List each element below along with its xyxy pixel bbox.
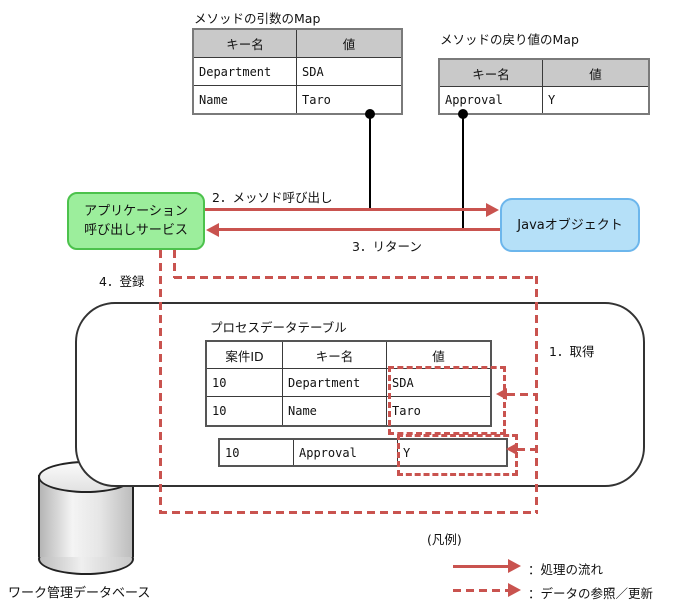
process-table-cell: 10 — [207, 369, 283, 397]
args-map-cell: Department — [194, 58, 297, 86]
process-table-cell: Y — [403, 445, 411, 460]
args-map-header-key: キー名 — [194, 30, 297, 58]
return-map-cell: Y — [548, 93, 556, 107]
args-map-cell: Name — [194, 86, 297, 113]
fetch-branch2-arrowhead-icon — [506, 443, 517, 455]
method-call-arrowhead-icon — [486, 203, 499, 217]
legend-solid-line — [453, 565, 510, 568]
legend-title: (凡例) — [427, 532, 462, 547]
return-map-cell: Approval — [440, 87, 543, 113]
process-table-cell: SDA — [387, 369, 490, 397]
args-map-title: メソッドの引数のMap — [194, 11, 321, 26]
fetch-branch1-line — [507, 393, 536, 396]
return-map-connector-dot — [458, 109, 468, 119]
register-dashed-line — [159, 250, 162, 513]
step3-label: 3．リターン — [352, 239, 422, 254]
fetch-dashed-stub — [173, 250, 176, 278]
args-map-cell: SDA — [297, 58, 401, 86]
step2-label: 2．メッソド呼び出し — [212, 190, 333, 205]
process-data-table: 案件ID キー名 値 10 Department SDA 10 Name Tar… — [205, 340, 492, 427]
args-map-connector-line — [369, 114, 371, 211]
fetch-dashed-vertical-line — [535, 276, 538, 513]
process-table-header-value: 値 — [387, 342, 490, 369]
return-map-header-key: キー名 — [440, 60, 543, 87]
legend-dashed-label: ：データの参照／更新 — [528, 586, 654, 601]
legend-dashed-line — [453, 589, 510, 592]
process-table-cell: Department — [283, 369, 387, 397]
fetch-branch1-arrowhead-icon — [496, 388, 507, 400]
approval-value-highlight — [397, 434, 518, 476]
args-map-table: キー名 値 Department SDA Name Taro — [192, 28, 403, 115]
fetch-dashed-top-line — [174, 276, 537, 279]
step1-label: 1．取得 — [549, 344, 595, 359]
return-arrowhead-icon — [206, 223, 219, 237]
args-map-cell: Taro — [302, 92, 331, 107]
fetch-branch2-line — [517, 448, 536, 451]
app-call-service-box: アプリケーション 呼び出しサービス — [67, 192, 205, 250]
database-label: ワーク管理データベース — [8, 586, 151, 601]
process-table-cell: 10 — [220, 440, 294, 465]
return-map-table: キー名 値 Approval Y — [438, 58, 650, 115]
return-map-title: メソッドの戻り値のMap — [440, 32, 579, 47]
args-map-connector-dot — [365, 109, 375, 119]
process-table-title: プロセスデータテーブル — [210, 320, 347, 335]
app-call-service-label-line2: 呼び出しサービス — [84, 223, 188, 238]
java-object-label: Javaオブジェクト — [517, 217, 623, 233]
process-table-header-key: キー名 — [283, 342, 387, 369]
method-call-arrow-line — [205, 208, 487, 211]
return-map-connector-line — [462, 114, 464, 231]
args-map-header-value: 値 — [297, 30, 401, 58]
process-table-cell: Name — [283, 397, 387, 425]
process-data-extra-row: 10 Approval Y — [218, 438, 508, 467]
legend-solid-label: ：処理の流れ — [528, 562, 604, 577]
return-map-header-value: 値 — [543, 60, 648, 87]
process-table-cell: 10 — [207, 397, 283, 425]
java-object-box: Javaオブジェクト — [500, 198, 640, 252]
register-dashed-bottom-line — [159, 511, 538, 514]
return-arrow-line — [219, 228, 500, 231]
app-call-service-label-line1: アプリケーション — [84, 204, 188, 219]
process-table-cell: Approval — [294, 440, 398, 465]
value-column-highlight — [388, 366, 506, 435]
legend-dashed-arrowhead-icon — [508, 583, 521, 597]
step4-label: 4．登録 — [99, 274, 145, 289]
process-table-header-id: 案件ID — [207, 342, 283, 369]
process-table-cell: Taro — [392, 404, 421, 418]
legend-solid-arrowhead-icon — [508, 559, 521, 573]
